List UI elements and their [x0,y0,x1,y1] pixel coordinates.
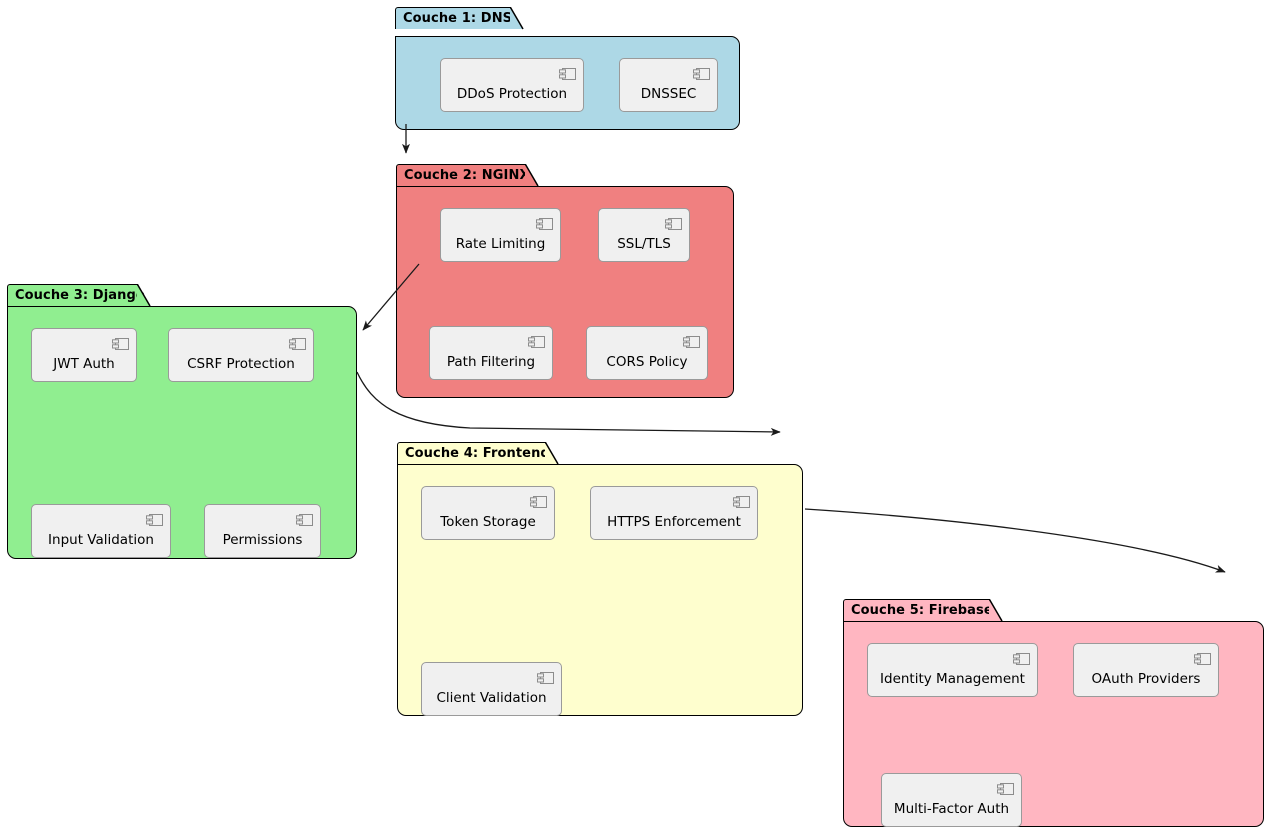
component-label: Token Storage [440,514,536,530]
package-nginx-tab: Couche 2: NGINX [396,164,529,186]
component-box[interactable]: CSRF Protection [168,328,314,382]
component-label: Path Filtering [446,354,536,370]
component-label: DNSSEC [640,86,697,102]
component-box[interactable]: JWT Auth [31,328,137,382]
component-box[interactable]: SSL/TLS [598,208,690,262]
component-icon [536,215,553,230]
component-icon [112,335,129,350]
component-box[interactable]: Rate Limiting [440,208,561,262]
component-label: DDoS Protection [456,86,568,102]
component-box[interactable]: Token Storage [421,486,555,540]
connection-frontend-to-firebase [804,508,1226,573]
component-icon [530,493,547,508]
component-label: CORS Policy [606,354,688,370]
component-icon [559,65,576,80]
component-box[interactable]: DDoS Protection [440,58,584,112]
component-box[interactable]: Identity Management [867,643,1038,697]
component-icon [665,215,682,230]
package-dns-tab: Couche 1: DNS [395,7,513,29]
package-nginx-label: Couche 2: NGINX [404,168,530,183]
component-icon [146,511,163,526]
package-dns[interactable]: Couche 1: DNS DDoS Protection DNSSEC [395,6,740,130]
component-box[interactable]: OAuth Providers [1073,643,1219,697]
component-label: OAuth Providers [1091,671,1201,687]
component-label: Permissions [222,532,303,548]
package-django-tab: Couche 3: Django [7,284,145,306]
package-firebase-tab: Couche 5: Firebase [843,599,993,621]
component-icon [1013,650,1030,665]
package-frontend-label: Couche 4: Frontend [405,446,550,461]
package-frontend-tab: Couche 4: Frontend [397,442,550,464]
component-label: JWT Auth [53,356,115,372]
component-icon [528,333,545,348]
component-box[interactable]: HTTPS Enforcement [590,486,758,540]
component-box[interactable]: Permissions [204,504,321,558]
component-label: Identity Management [880,671,1025,687]
component-label: Client Validation [436,690,547,706]
component-icon [296,511,313,526]
package-nginx[interactable]: Couche 2: NGINX Rate Limiting SSL/TLS Path … [396,163,734,398]
component-label: CSRF Protection [187,356,295,372]
component-label: SSL/TLS [617,236,671,252]
component-box[interactable]: Client Validation [421,662,562,716]
package-dns-label: Couche 1: DNS [403,11,513,26]
component-icon [289,335,306,350]
component-icon [693,65,710,80]
package-django-label: Couche 3: Django [15,288,145,303]
component-box[interactable]: CORS Policy [586,326,708,380]
package-firebase-label: Couche 5: Firebase [851,603,993,618]
component-icon [683,333,700,348]
component-label: Multi-Factor Auth [893,801,1010,817]
component-label: Input Validation [48,532,154,548]
component-label: HTTPS Enforcement [607,514,741,530]
component-box[interactable]: Multi-Factor Auth [881,773,1022,827]
component-icon [1194,650,1211,665]
component-box[interactable]: DNSSEC [619,58,718,112]
component-box[interactable]: Path Filtering [429,326,553,380]
component-icon [733,493,750,508]
component-label: Rate Limiting [455,236,546,252]
component-icon [537,669,554,684]
component-box[interactable]: Input Validation [31,504,171,558]
component-icon [997,780,1014,795]
